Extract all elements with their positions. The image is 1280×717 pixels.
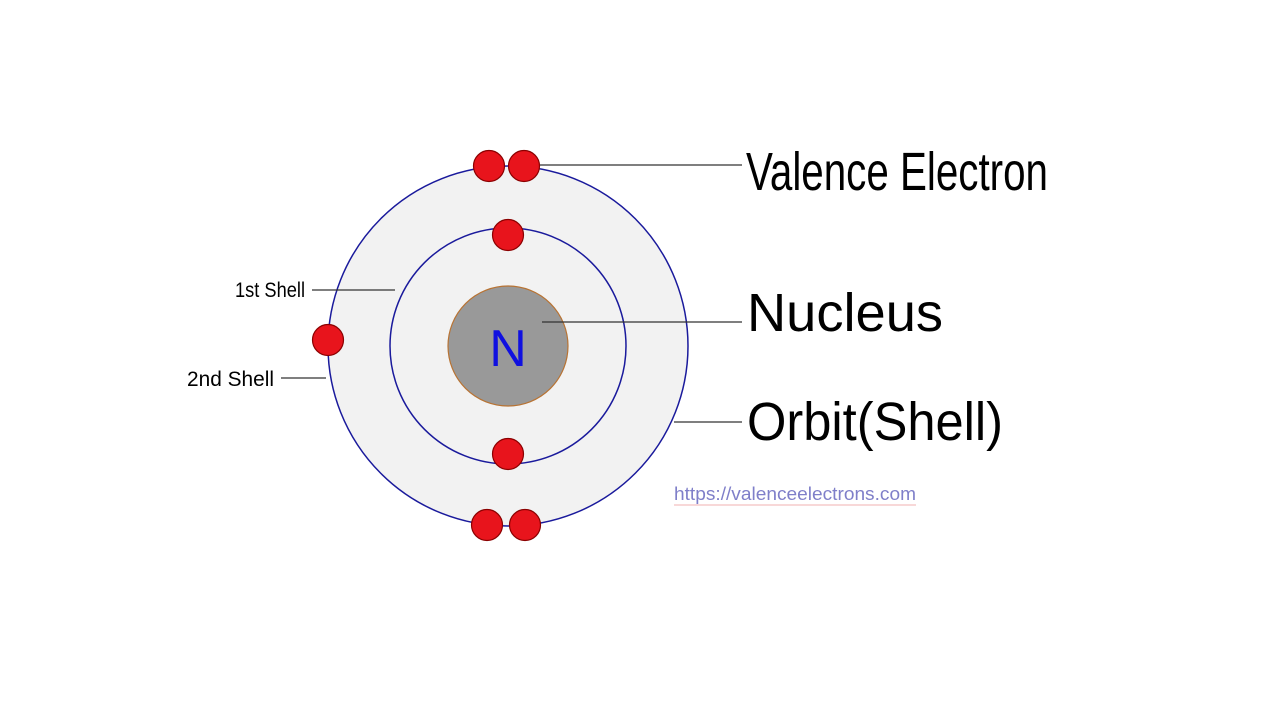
label-nucleus: Nucleus <box>747 283 943 343</box>
electron-outer-bottom-right <box>508 508 542 542</box>
electrons <box>311 149 542 542</box>
nucleus <box>447 285 569 407</box>
label-valence-electron: Valence Electron <box>746 142 1048 202</box>
element-symbol: N <box>489 320 527 378</box>
electron-inner-top <box>491 218 525 252</box>
electron-outer-top-left <box>472 149 506 183</box>
label-second-shell: 2nd Shell <box>187 368 274 391</box>
label-first-shell: 1st Shell <box>235 279 305 302</box>
watermark-url: https://valenceelectrons.com <box>674 484 916 504</box>
electron-outer-bottom-left <box>470 508 504 542</box>
leader-lines <box>281 164 742 423</box>
electron-inner-bottom <box>491 437 525 471</box>
label-orbit-shell: Orbit(Shell) <box>747 392 1003 452</box>
electron-outer-top-right <box>507 149 541 183</box>
electron-outer-left <box>311 323 345 357</box>
